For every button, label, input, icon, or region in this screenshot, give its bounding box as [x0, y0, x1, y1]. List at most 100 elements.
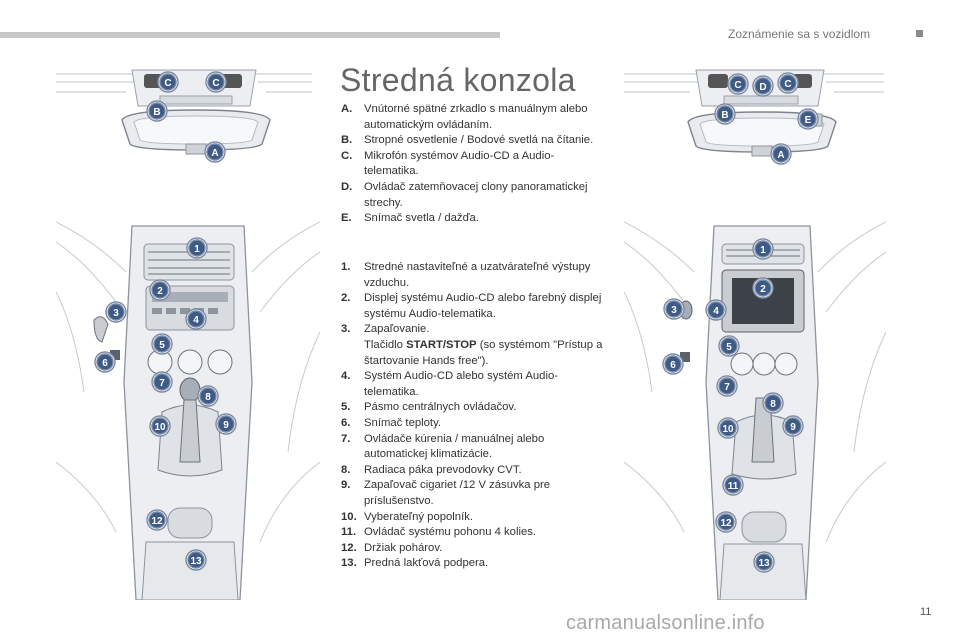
svg-text:11: 11 — [728, 481, 739, 492]
console-labels-right: 1 2 3 4 5 6 7 8 9 10 11 12 13 — [662, 238, 804, 573]
svg-text:10: 10 — [722, 424, 734, 435]
svg-text:4: 4 — [713, 306, 719, 317]
marker-b: B — [714, 103, 736, 125]
svg-text:2: 2 — [157, 286, 163, 297]
legend-item-d: D.Ovládač zatemňovacej clony panoramatic… — [341, 180, 588, 209]
legend-item-7: 7.Ovládače kúrenia / manuálnej alebo aut… — [341, 432, 545, 461]
legend-item-e: E.Snímač svetla / dažďa. — [341, 212, 479, 225]
marker-8: 8 — [197, 385, 219, 407]
section-title: Zoznámenie sa s vozidlom — [728, 27, 871, 41]
svg-text:9: 9 — [790, 422, 796, 433]
svg-text:6: 6 — [102, 358, 108, 369]
marker-9: 9 — [782, 415, 804, 437]
marker-4: 4 — [185, 308, 207, 330]
svg-text:9: 9 — [223, 420, 229, 431]
console-labels-left: 1 2 3 4 5 6 7 8 9 10 12 13 — [94, 237, 237, 571]
marker-13: 13 — [185, 549, 207, 571]
marker-2: 2 — [149, 279, 171, 301]
marker-c-1: C — [157, 71, 179, 93]
letter-legend: A.Vnútorné spätné zrkadlo s manuálnym al… — [341, 102, 603, 227]
marker-d: D — [752, 75, 774, 97]
svg-text:5: 5 — [159, 340, 165, 351]
svg-text:7: 7 — [159, 378, 165, 389]
svg-text:C: C — [734, 80, 741, 91]
marker-7: 7 — [151, 371, 173, 393]
svg-text:6: 6 — [670, 360, 676, 371]
number-legend: 1.Stredné nastaviteľné a uzatvárateľné v… — [341, 260, 603, 572]
console-figure-right — [624, 221, 886, 600]
marker-e: E — [797, 108, 819, 130]
svg-text:A: A — [777, 150, 784, 161]
legend-item-1: 1.Stredné nastaviteľné a uzatvárateľné v… — [341, 261, 591, 289]
legend-item-10: 10.Vyberateľný popolník. — [341, 510, 474, 523]
legend-item-3: 3.Zapaľovanie.Tlačidlo START/STOP (so sy… — [341, 323, 603, 367]
marker-3: 3 — [663, 298, 685, 320]
marker-a: A — [204, 141, 226, 163]
svg-text:8: 8 — [770, 399, 776, 410]
marker-c-2: C — [777, 72, 799, 94]
mirror-labels-right: C D C B E A — [714, 72, 819, 165]
legend-item-c: C.Mikrofón systémov Audio-CD a Audio-tel… — [341, 149, 555, 178]
svg-text:A: A — [211, 148, 218, 159]
legend-item-9: 9.Zapaľovač cigariet /12 V zásuvka pre p… — [341, 479, 551, 507]
svg-text:1: 1 — [760, 245, 766, 256]
marker-1: 1 — [186, 237, 208, 259]
svg-text:7: 7 — [724, 382, 730, 393]
marker-6: 6 — [662, 353, 684, 375]
marker-6: 6 — [94, 351, 116, 373]
marker-10: 10 — [149, 415, 171, 437]
marker-7: 7 — [716, 375, 738, 397]
header-rule — [0, 32, 500, 38]
svg-text:4: 4 — [193, 315, 199, 326]
marker-c-1: C — [727, 73, 749, 95]
svg-text:D: D — [759, 82, 766, 93]
watermark: carmanualsonline.info — [566, 612, 765, 634]
marker-13: 13 — [753, 551, 775, 573]
svg-text:13: 13 — [190, 556, 202, 567]
section-marker — [916, 30, 923, 37]
legend-item-13: 13.Predná lakťová podpera. — [341, 557, 489, 570]
page-title: Stredná konzola — [340, 62, 576, 98]
marker-a: A — [770, 143, 792, 165]
marker-12: 12 — [715, 511, 737, 533]
marker-2: 2 — [752, 277, 774, 299]
marker-1: 1 — [752, 238, 774, 260]
legend-item-5: 5.Pásmo centrálnych ovládačov. — [341, 401, 517, 414]
page-number: 11 — [920, 606, 932, 618]
svg-text:C: C — [784, 79, 791, 90]
legend-item-2: 2.Displej systému Audio-CD alebo farebný… — [341, 292, 602, 320]
legend-item-6: 6.Snímač teploty. — [341, 416, 442, 429]
marker-4: 4 — [705, 299, 727, 321]
svg-text:10: 10 — [154, 422, 166, 433]
svg-text:2: 2 — [760, 284, 766, 295]
svg-text:1: 1 — [194, 244, 200, 255]
marker-5: 5 — [718, 335, 740, 357]
legend-item-4: 4.Systém Audio-CD alebo systém Audio-tel… — [341, 370, 559, 398]
legend-item-b: B.Stropné osvetlenie / Bodové svetlá na … — [341, 134, 594, 147]
legend-item-a: A.Vnútorné spätné zrkadlo s manuálnym al… — [341, 103, 588, 131]
mirror-labels-left: C C B A — [146, 71, 227, 163]
svg-text:E: E — [805, 115, 812, 126]
svg-text:3: 3 — [113, 308, 119, 319]
console-figure-left — [56, 221, 320, 600]
svg-text:C: C — [164, 78, 171, 89]
svg-text:5: 5 — [726, 342, 732, 353]
svg-text:12: 12 — [720, 518, 732, 529]
svg-text:8: 8 — [205, 392, 211, 403]
marker-8: 8 — [762, 392, 784, 414]
legend-item-8: 8.Radiaca páka prevodovky CVT. — [341, 463, 522, 476]
marker-5: 5 — [151, 333, 173, 355]
marker-c-2: C — [205, 71, 227, 93]
svg-text:B: B — [153, 107, 160, 118]
svg-text:B: B — [721, 110, 728, 121]
svg-text:3: 3 — [671, 305, 677, 316]
marker-3: 3 — [105, 301, 127, 323]
marker-b: B — [146, 100, 168, 122]
marker-10: 10 — [717, 417, 739, 439]
marker-12: 12 — [146, 509, 168, 531]
svg-text:13: 13 — [758, 558, 770, 569]
svg-text:C: C — [212, 78, 219, 89]
marker-9: 9 — [215, 413, 237, 435]
legend-item-12: 12.Držiak pohárov. — [341, 541, 443, 554]
svg-text:12: 12 — [151, 516, 163, 527]
